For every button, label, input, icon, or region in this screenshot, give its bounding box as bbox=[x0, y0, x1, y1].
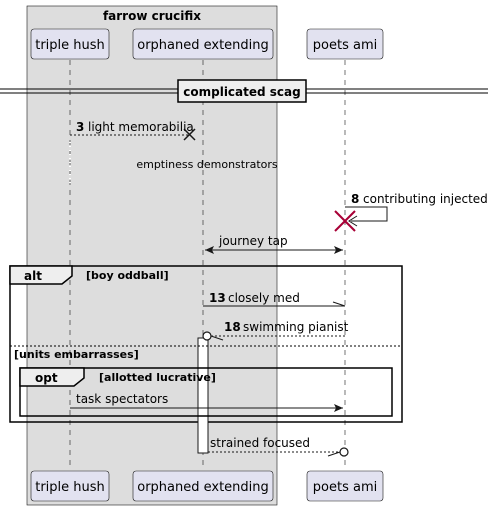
alt-guard-1: [boy oddball] bbox=[86, 269, 169, 282]
circle-endpoint bbox=[202, 331, 212, 341]
participant-triple-hush-bottom[interactable]: triple hush bbox=[30, 470, 110, 502]
message-arrow-8 bbox=[345, 206, 388, 222]
activation-bar bbox=[197, 337, 209, 454]
message-label-strained-focused: strained focused bbox=[210, 436, 310, 450]
participant-label: orphaned extending bbox=[137, 480, 269, 495]
alt-keyword: alt bbox=[24, 269, 42, 283]
message-label-8: contributing injected bbox=[363, 192, 488, 206]
participant-poets-ami-top[interactable]: poets ami bbox=[306, 28, 384, 60]
message-label-13: closely med bbox=[228, 291, 300, 305]
participant-label: triple hush bbox=[35, 38, 105, 53]
arrowhead bbox=[205, 246, 214, 254]
arrowhead bbox=[327, 451, 341, 457]
participant-label: orphaned extending bbox=[137, 38, 269, 53]
arrowhead bbox=[334, 246, 343, 254]
message-label-18: swimming pianist bbox=[243, 320, 349, 334]
message-number-8: 8 bbox=[351, 192, 359, 206]
destroy-icon bbox=[334, 210, 356, 232]
participant-poets-ami-bottom[interactable]: poets ami bbox=[306, 470, 384, 502]
divider-box bbox=[177, 79, 307, 103]
participant-label: poets ami bbox=[313, 480, 377, 495]
message-number-3: 3 bbox=[76, 120, 84, 134]
alt-guard-2: [units embarrasses] bbox=[14, 348, 139, 361]
participant-label: triple hush bbox=[35, 480, 105, 495]
alt-tab bbox=[9, 265, 73, 285]
opt-guard: [allotted lucrative] bbox=[99, 371, 216, 384]
participant-orphaned-extending-bottom[interactable]: orphaned extending bbox=[132, 470, 274, 502]
participant-orphaned-extending-top[interactable]: orphaned extending bbox=[132, 28, 274, 60]
participant-triple-hush-top[interactable]: triple hush bbox=[30, 28, 110, 60]
divider-label: complicated scag bbox=[183, 85, 300, 99]
arrowhead bbox=[334, 404, 343, 412]
box-title: farrow crucifix bbox=[103, 9, 201, 23]
arrowhead bbox=[210, 335, 224, 341]
message-label-3: light memorabilia bbox=[88, 120, 194, 134]
opt-keyword: opt bbox=[35, 371, 58, 385]
message-number-18: 18 bbox=[224, 320, 241, 334]
message-number-13: 13 bbox=[209, 291, 226, 305]
message-label-task-spectators: task spectators bbox=[76, 392, 168, 406]
participant-label: poets ami bbox=[313, 38, 377, 53]
arrowhead bbox=[348, 215, 358, 227]
delay-label: emptiness demonstrators bbox=[136, 158, 278, 171]
destroy-icon bbox=[183, 128, 196, 141]
opt-tab bbox=[19, 367, 85, 387]
arrowhead bbox=[332, 301, 346, 307]
circle-endpoint bbox=[339, 447, 349, 457]
message-label-journey-tap: journey tap bbox=[218, 234, 288, 248]
opt-fragment bbox=[19, 367, 393, 417]
